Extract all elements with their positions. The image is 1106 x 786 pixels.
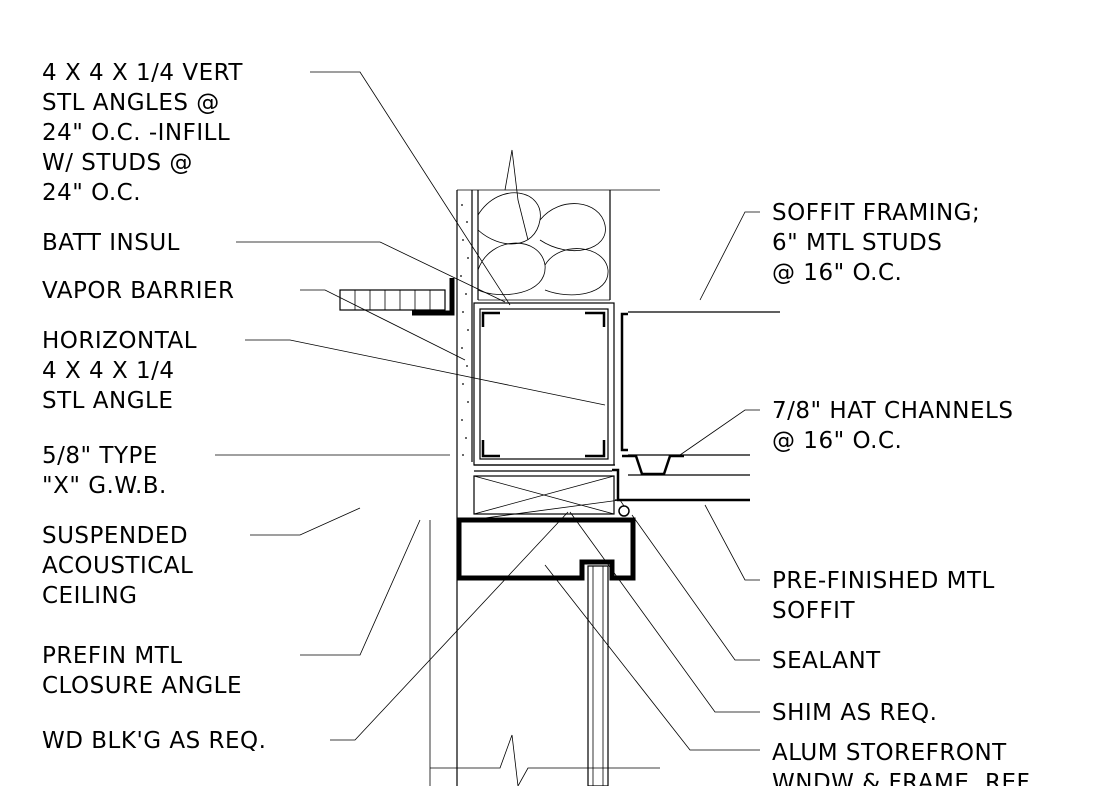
label-sealant: SEALANT [772, 648, 881, 674]
label-batt-insul: BATT INSUL [42, 230, 180, 256]
wood-blocking [473, 475, 615, 515]
label-soffit-framing-line-1: SOFFIT FRAMING; [772, 200, 980, 226]
label-vert-angles-line-2: STL ANGLES @ [42, 90, 220, 116]
label-vert-angles-line-5: 24" O.C. [42, 180, 141, 206]
label-soffit-framing: SOFFIT FRAMING; 6" MTL STUDS @ 16" O.C. [772, 200, 980, 286]
label-horizontal-angle-line-1: HORIZONTAL [42, 328, 197, 354]
horizontal-steel-angle [473, 302, 615, 472]
label-ceiling-line-3: CEILING [42, 583, 138, 609]
label-closure-angle-line-1: PREFIN MTL [42, 643, 183, 669]
suspended-ceiling [339, 278, 455, 316]
label-hat-channels-line-1: 7/8" HAT CHANNELS [772, 398, 1013, 424]
label-storefront-line-2: WNDW & FRAME, REF [772, 770, 1030, 786]
label-shim: SHIM AS REQ. [772, 700, 937, 726]
label-wd-blkg: WD BLK'G AS REQ. [42, 728, 266, 754]
label-gwb-line-2: "X" G.W.B. [42, 473, 167, 499]
storefront-head [456, 499, 636, 581]
label-closure-angle: PREFIN MTL CLOSURE ANGLE [42, 643, 242, 699]
label-storefront-line-1: ALUM STOREFRONT [772, 740, 1007, 766]
label-hat-channels: 7/8" HAT CHANNELS @ 16" O.C. [772, 398, 1013, 454]
label-ceiling-line-1: SUSPENDED [42, 523, 188, 549]
label-vert-angles: 4 X 4 X 1/4 VERT STL ANGLES @ 24" O.C. -… [42, 60, 243, 206]
label-horizontal-angle-line-2: 4 X 4 X 1/4 [42, 358, 175, 384]
label-ceiling: SUSPENDED ACOUSTICAL CEILING [42, 523, 193, 609]
leader-lines [215, 71, 760, 751]
label-soffit-framing-line-2: 6" MTL STUDS [772, 230, 942, 256]
label-vert-angles-line-1: 4 X 4 X 1/4 VERT [42, 60, 243, 86]
storefront-mullion [587, 565, 609, 786]
bottom-break-line [430, 734, 660, 786]
batt-insulation [477, 149, 611, 301]
label-gwb: 5/8" TYPE "X" G.W.B. [42, 443, 167, 499]
label-hat-channels-line-2: @ 16" O.C. [772, 428, 902, 454]
label-vapor-barrier: VAPOR BARRIER [42, 278, 235, 304]
label-vert-angles-line-3: 24" O.C. -INFILL [42, 120, 230, 146]
label-closure-angle-line-2: CLOSURE ANGLE [42, 673, 242, 699]
label-horizontal-angle: HORIZONTAL 4 X 4 X 1/4 STL ANGLE [42, 328, 197, 414]
label-soffit-framing-line-3: @ 16" O.C. [772, 260, 902, 286]
label-ceiling-line-2: ACOUSTICAL [42, 553, 193, 579]
label-prefinished-soffit-line-2: SOFFIT [772, 598, 855, 624]
label-horizontal-angle-line-3: STL ANGLE [42, 388, 173, 414]
label-prefinished-soffit: PRE-FINISHED MTL SOFFIT [772, 568, 995, 624]
label-gwb-line-1: 5/8" TYPE [42, 443, 158, 469]
gwb-wall [429, 189, 660, 786]
label-prefinished-soffit-line-1: PRE-FINISHED MTL [772, 568, 995, 594]
soffit-framing [612, 311, 780, 502]
gwb-hatch [460, 204, 469, 456]
label-vert-angles-line-4: W/ STUDS @ [42, 150, 193, 176]
label-storefront: ALUM STOREFRONT WNDW & FRAME, REF [772, 740, 1030, 786]
